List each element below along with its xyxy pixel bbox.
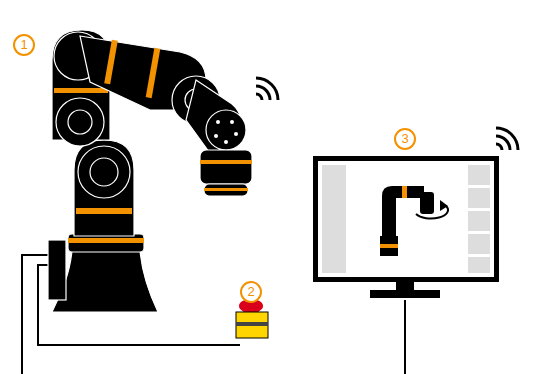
wireless-symbol xyxy=(496,128,518,150)
robot-arm xyxy=(48,30,252,312)
monitor xyxy=(313,156,499,298)
wireless-symbol xyxy=(256,78,278,100)
emergency-stop xyxy=(236,299,268,338)
callout-number: 3 xyxy=(394,128,416,150)
callout-number: 2 xyxy=(240,281,262,303)
callout-number: 1 xyxy=(13,34,35,56)
